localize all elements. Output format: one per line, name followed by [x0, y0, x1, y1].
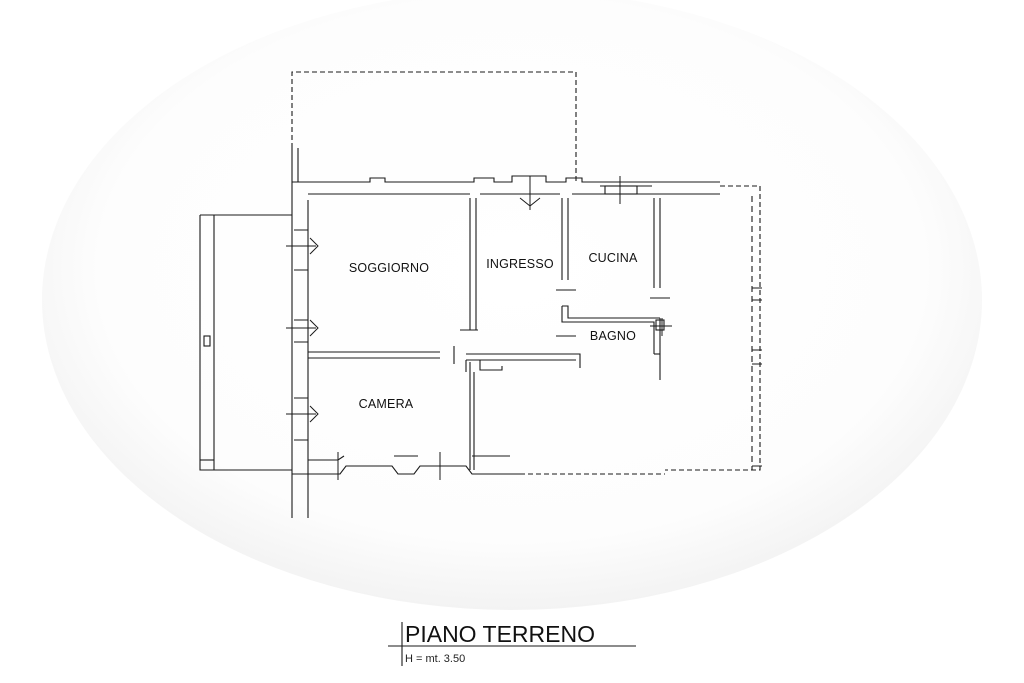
- door-symbols: [286, 176, 672, 480]
- height-note: H = mt. 3.50: [405, 653, 465, 665]
- terrace-ticks: [752, 287, 762, 467]
- room-label-soggiorno: SOGGIORNO: [349, 261, 429, 275]
- title-block: PIANO TERRENO H = mt. 3.50: [388, 621, 636, 666]
- dashed-outlines: [291, 71, 761, 475]
- room-label-camera: CAMERA: [359, 397, 414, 411]
- floor-title: PIANO TERRENO: [405, 621, 595, 647]
- courtyard-dashed-outline: [291, 71, 577, 183]
- terrace-dashed-outline-right: [665, 185, 761, 471]
- background-halo: [42, 0, 982, 610]
- room-label-ingresso: INGRESSO: [486, 257, 554, 271]
- room-label-bagno: BAGNO: [590, 329, 636, 343]
- room-label-cucina: CUCINA: [588, 251, 638, 265]
